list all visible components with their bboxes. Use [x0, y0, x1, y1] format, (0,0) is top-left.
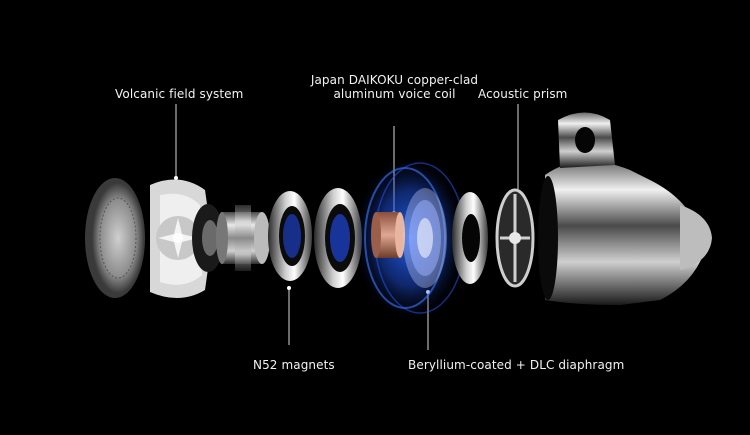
label-voice-coil: Japan DAIKOKU copper-clad aluminum voice… [302, 73, 487, 101]
black-ring [192, 204, 224, 272]
label-voice-coil-line1: Japan DAIKOKU copper-clad [310, 73, 479, 87]
label-voice-coil-line2: aluminum voice coil [333, 87, 456, 101]
washer-ring [452, 192, 488, 284]
label-volcanic-field-system: Volcanic field system [115, 87, 244, 101]
label-n52-magnets: N52 magnets [253, 358, 335, 372]
volcanic-field-system-part [150, 179, 212, 299]
n52-magnet-ring [268, 191, 312, 281]
rear-mesh-cap [85, 178, 145, 298]
steel-ring [314, 188, 362, 288]
leader-volcanic-dot [174, 176, 178, 180]
acoustic-prism-part [495, 188, 535, 288]
label-diaphragm: Beryllium-coated + DLC diaphragm [408, 358, 625, 372]
label-acoustic-prism: Acoustic prism [478, 87, 568, 101]
earphone-shell [538, 112, 712, 305]
voice-coil [371, 212, 405, 258]
leader-magnets-dot [287, 286, 291, 290]
magnet-cylinder [216, 205, 270, 271]
diaphragm-part [403, 188, 447, 288]
